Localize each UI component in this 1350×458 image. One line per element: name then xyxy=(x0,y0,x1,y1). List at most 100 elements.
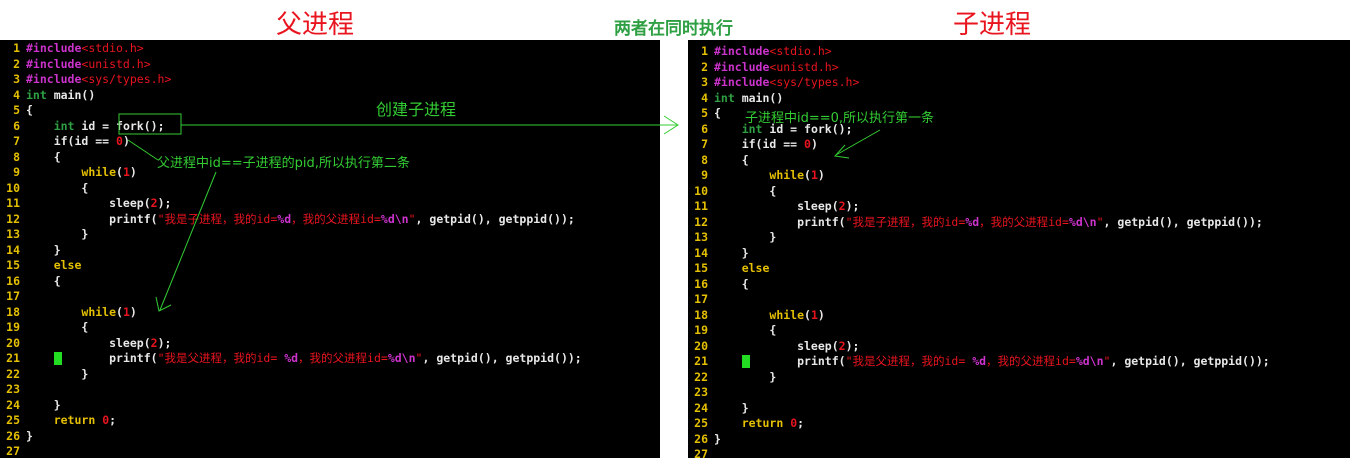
create-child-label: 创建子进程 xyxy=(376,100,457,119)
code-line: 11 sleep(2); xyxy=(688,199,859,215)
code-token: int xyxy=(26,87,47,102)
code-line: 11 sleep(2); xyxy=(0,196,171,212)
code-token: ( xyxy=(804,307,811,322)
code-token: "我是父进程，我的id= xyxy=(845,354,973,368)
code-token: #include xyxy=(714,59,770,74)
code-token: #include xyxy=(714,75,770,89)
code-token: "我是子进程，我的id= xyxy=(157,211,278,226)
code-line: 18 while(1) xyxy=(0,305,137,321)
code-token xyxy=(714,261,742,275)
code-token: sleep( xyxy=(714,199,839,213)
code-line: 1#include<stdio.h> xyxy=(688,44,832,60)
code-line: 20 sleep(2); xyxy=(0,336,171,352)
line-number: 25 xyxy=(6,413,20,427)
code-token: %d\n xyxy=(1068,214,1097,229)
code-line: 21 printf("我是父进程，我的id= %d，我的父进程id=%d\n",… xyxy=(688,354,1270,370)
code-token: "我是子进程，我的id= xyxy=(845,214,966,229)
code-line: 24 } xyxy=(688,401,748,417)
code-line: 19 { xyxy=(0,320,88,336)
code-token: , getpid(), getppid()); xyxy=(1110,354,1270,368)
code-token: printf( xyxy=(714,214,846,229)
arrow-head xyxy=(663,115,679,135)
code-line: 12 printf("我是子进程，我的id=%d，我的父进程id=%d\n", … xyxy=(688,215,1263,231)
code-token: printf( xyxy=(53,351,158,365)
code-token xyxy=(26,413,54,427)
code-token: ); xyxy=(845,199,860,213)
line-number: 11 xyxy=(6,196,20,210)
line-number: 19 xyxy=(694,323,708,337)
code-token: ) xyxy=(129,304,137,319)
code-token xyxy=(714,354,742,368)
code-token xyxy=(714,416,742,430)
code-line: 15 else xyxy=(0,258,81,274)
line-number: 1 xyxy=(701,44,708,58)
code-token: ; xyxy=(109,413,117,427)
code-token: { xyxy=(26,180,89,195)
code-line: 6 int id = fork(); xyxy=(0,118,164,135)
line-number: 10 xyxy=(6,180,20,195)
code-token: ，我的父进程id= xyxy=(986,354,1076,368)
code-line: 10 { xyxy=(0,181,88,197)
code-token: sleep( xyxy=(26,335,151,350)
code-line: 3#include<sys/types.h> xyxy=(0,72,171,88)
code-line: 7 if(id == 0) xyxy=(688,137,818,153)
code-token: } xyxy=(714,431,721,446)
code-line: 2#include<unistd.h> xyxy=(0,57,151,73)
code-token: printf( xyxy=(26,211,158,226)
code-line: 9 while(1) xyxy=(0,165,137,181)
code-token: ; xyxy=(797,416,805,430)
code-token: { xyxy=(26,320,89,334)
code-token: if(id == xyxy=(26,134,117,148)
code-token: return xyxy=(741,416,784,430)
code-token: "我是父进程，我的id= xyxy=(157,351,285,365)
code-token: ); xyxy=(845,338,860,353)
line-number: 6 xyxy=(701,121,708,136)
line-number: 20 xyxy=(694,338,708,353)
code-line: 27 xyxy=(688,447,714,458)
code-token: { xyxy=(714,152,749,167)
line-number: 18 xyxy=(694,307,708,322)
code-token xyxy=(714,168,769,182)
line-number: 7 xyxy=(701,137,708,151)
line-number: 2 xyxy=(701,59,708,74)
code-line: 14 } xyxy=(688,245,749,262)
code-token xyxy=(714,308,769,322)
line-number: 19 xyxy=(6,320,20,334)
text-cursor xyxy=(741,355,750,368)
code-token: while xyxy=(81,304,117,319)
line-number: 17 xyxy=(6,289,20,303)
code-token xyxy=(26,305,81,319)
code-token: return xyxy=(53,413,96,427)
code-token: 0 xyxy=(804,137,811,151)
code-token: { xyxy=(26,149,61,164)
code-token: 2 xyxy=(150,335,158,350)
code-token: " xyxy=(408,211,416,226)
line-number: 22 xyxy=(6,366,20,381)
code-line: 16 { xyxy=(688,277,748,293)
line-number: 21 xyxy=(6,351,20,365)
code-token: 0 xyxy=(116,134,123,148)
code-token: " xyxy=(415,351,423,365)
code-token: } xyxy=(714,245,749,260)
code-line: 25 return 0; xyxy=(0,413,116,429)
code-line: 9 while(1) xyxy=(688,168,825,184)
line-number: 1 xyxy=(13,41,20,55)
code-token: , getpid(), getppid()); xyxy=(422,351,582,365)
code-token: ) xyxy=(129,165,137,179)
code-line: 2#include<unistd.h> xyxy=(688,60,839,76)
code-token: ，我的父进程id= xyxy=(291,211,381,226)
code-token: %d\n xyxy=(387,351,416,365)
parent-terminal: 1#include<stdio.h> 2#include<unistd.h> 3… xyxy=(0,40,660,458)
line-number: 6 xyxy=(13,118,20,133)
code-token: ) xyxy=(122,134,130,148)
code-line: 20 sleep(2); xyxy=(688,339,859,355)
code-token: #include xyxy=(714,44,770,58)
line-number: 2 xyxy=(13,56,20,71)
code-token: } xyxy=(26,227,89,241)
code-line: 3#include<sys/types.h> xyxy=(688,75,859,91)
line-number: 27 xyxy=(694,447,708,458)
parent-process-title: 父进程 xyxy=(276,10,355,40)
line-number: 14 xyxy=(694,245,708,260)
line-number: 10 xyxy=(694,183,708,198)
